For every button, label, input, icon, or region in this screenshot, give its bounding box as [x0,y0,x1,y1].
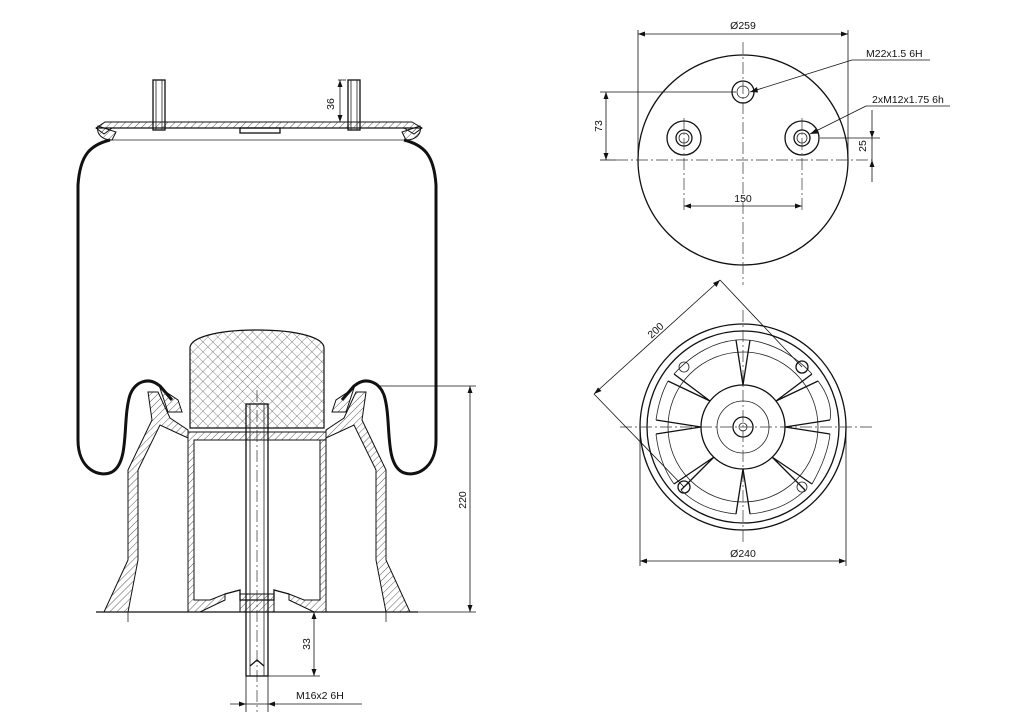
dim-offset-25: 25 [820,110,880,182]
label-side-thread: 2xM12x1.75 6h [809,94,950,135]
dim-bolt-thread: M16x2 6H [230,676,362,712]
label-center-thread: M22x1.5 6H [749,48,930,93]
bellows [76,138,438,476]
top-stud-right [347,79,361,131]
piston-ribs [655,339,831,515]
dim-offset-73: 73 [593,91,736,161]
svg-text:M22x1.5 6H: M22x1.5 6H [866,48,923,60]
svg-text:Ø240: Ø240 [730,548,756,560]
piston-wall-right [325,391,411,613]
bottom-view: 200 Ø240 [593,279,875,566]
dim-top-diameter: Ø259 [637,20,849,160]
svg-text:36: 36 [325,98,337,110]
top-view: Ø259 M22x1.5 6H 2xM12x1.75 6h 73 [593,20,950,285]
svg-text:Ø259: Ø259 [730,20,756,32]
dim-spacing-150: 150 [684,193,802,209]
section-view: 36 220 33 M16x2 6H [76,79,476,712]
svg-text:220: 220 [457,491,469,509]
piston-wall-left [103,391,189,613]
dim-bolt-length: 33 [268,611,320,677]
bump-stop [189,329,325,429]
side-thread-hole-left [666,118,702,210]
top-stud-left [152,79,166,131]
svg-text:73: 73 [593,120,605,132]
svg-text:150: 150 [734,193,752,205]
svg-text:25: 25 [857,140,869,152]
central-bolt [239,403,275,677]
svg-text:M16x2 6H: M16x2 6H [296,690,344,702]
dim-bottom-diameter: Ø240 [639,427,847,566]
svg-text:33: 33 [301,638,313,650]
side-thread-hole-right [784,118,820,210]
svg-text:200: 200 [645,320,666,341]
dim-total-height: 220 [380,385,476,613]
dim-stud-height: 36 [325,79,346,123]
svg-text:2xM12x1.75 6h: 2xM12x1.75 6h [872,94,944,106]
dim-diagonal-200: 200 [593,279,803,488]
